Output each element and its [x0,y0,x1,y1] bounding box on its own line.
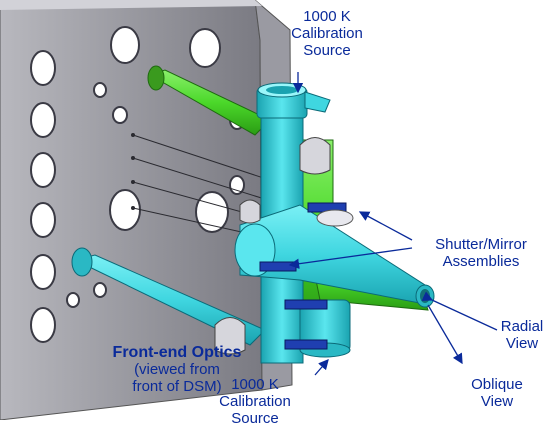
shutter-arrow-upper [358,211,413,241]
radial-view-label: Radial View [500,318,544,352]
mount-clamps [214,137,331,355]
oblique-view-arrow [427,304,463,365]
radial-view-arrow [421,291,498,331]
radial-view-cone [234,204,435,308]
top-calibration-source-label: 1000 K Calibration Source [291,8,363,59]
bottom-source-arrow [314,359,329,376]
oblique-view-label: Oblique View [471,376,523,410]
shutter-arrow-lower [288,247,413,269]
callout-arrows [288,72,498,376]
shutter-mirror-label: Shutter/Mirror Assemblies [435,236,527,270]
shutter-mirror-blades [259,202,354,350]
front-end-optics-caption: Front-end Optics (viewed from front of D… [92,344,262,395]
front-end-optics-title: Front-end Optics [112,344,242,361]
